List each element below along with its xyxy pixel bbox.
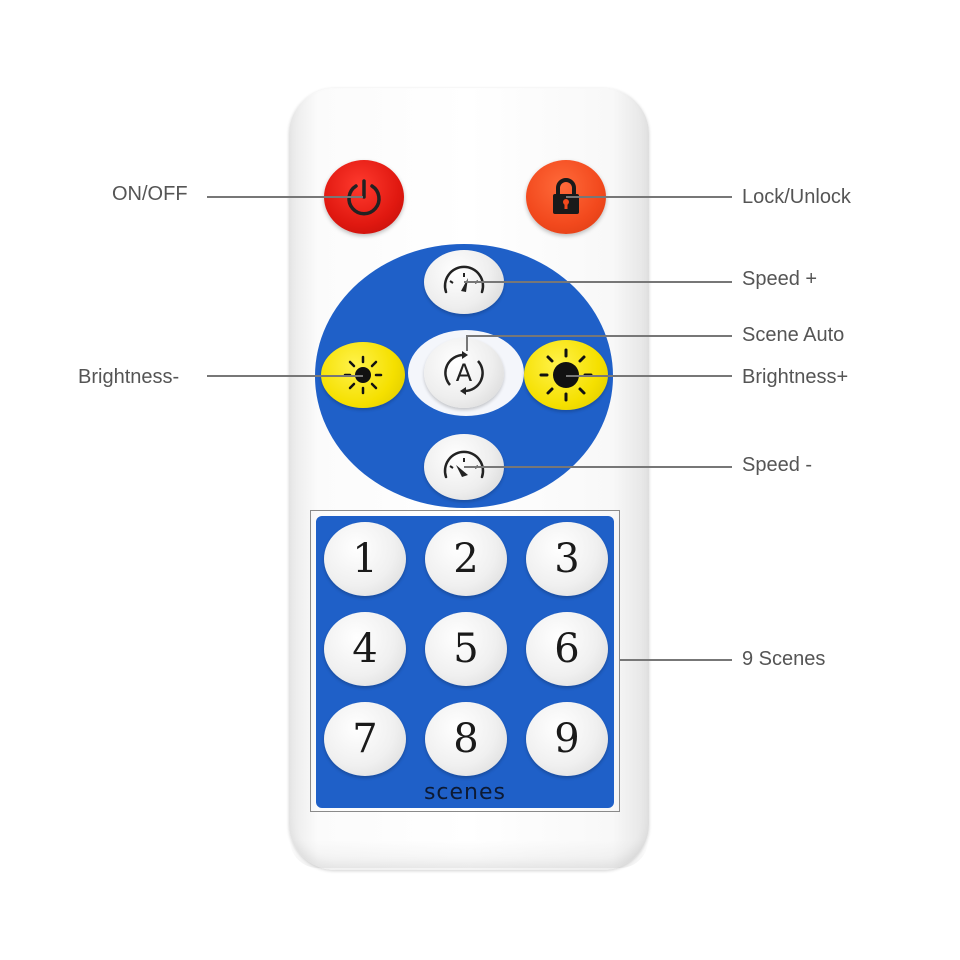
callout-line-nine-scenes [620,659,732,661]
callout-line-speed-plus [464,281,732,283]
scene-button-8[interactable]: 8 [425,702,507,776]
callout-line-brightness-minus [207,375,363,377]
callout-speed-plus: Speed + [742,268,818,290]
power-icon [347,179,381,216]
scene-button-6[interactable]: 6 [526,612,608,686]
auto-cycle-icon: A [444,351,484,395]
scene-button-1[interactable]: 1 [324,522,406,596]
lock-button[interactable] [526,160,606,234]
callout-line-on-off [207,196,363,198]
callout-nine-scenes: 9 Scenes [742,648,826,670]
callout-speed-minus: Speed - [742,454,813,476]
scene-button-4[interactable]: 4 [324,612,406,686]
callout-lock-unlock: Lock/Unlock [742,186,851,208]
scene-button-3[interactable]: 3 [526,522,608,596]
scene-button-5[interactable]: 5 [425,612,507,686]
speedometer-icon [443,450,485,479]
callout-line-lock [566,196,732,198]
scene-button-2[interactable]: 2 [425,522,507,596]
callout-line-speed-minus [464,466,732,468]
callout-scene-auto: Scene Auto [742,324,845,346]
callout-on-off: ON/OFF [112,183,188,205]
sun-small-icon [343,355,383,395]
scene-auto-button[interactable]: A [424,338,504,408]
auto-letter: A [456,359,473,387]
callout-line-scene-auto [466,335,732,337]
scene-button-9[interactable]: 9 [526,702,608,776]
callout-brightness-minus: Brightness- [78,366,180,388]
padlock-icon [553,178,579,214]
scene-button-7[interactable]: 7 [324,702,406,776]
callout-line-brightness-plus [566,375,732,377]
scene-keypad-outline [310,510,620,812]
remote-base-shadow [290,840,648,868]
callout-brightness-plus: Brightness+ [742,366,849,388]
scenes-label: scenes [423,780,507,805]
callout-line-scene-auto-drop [466,335,468,351]
